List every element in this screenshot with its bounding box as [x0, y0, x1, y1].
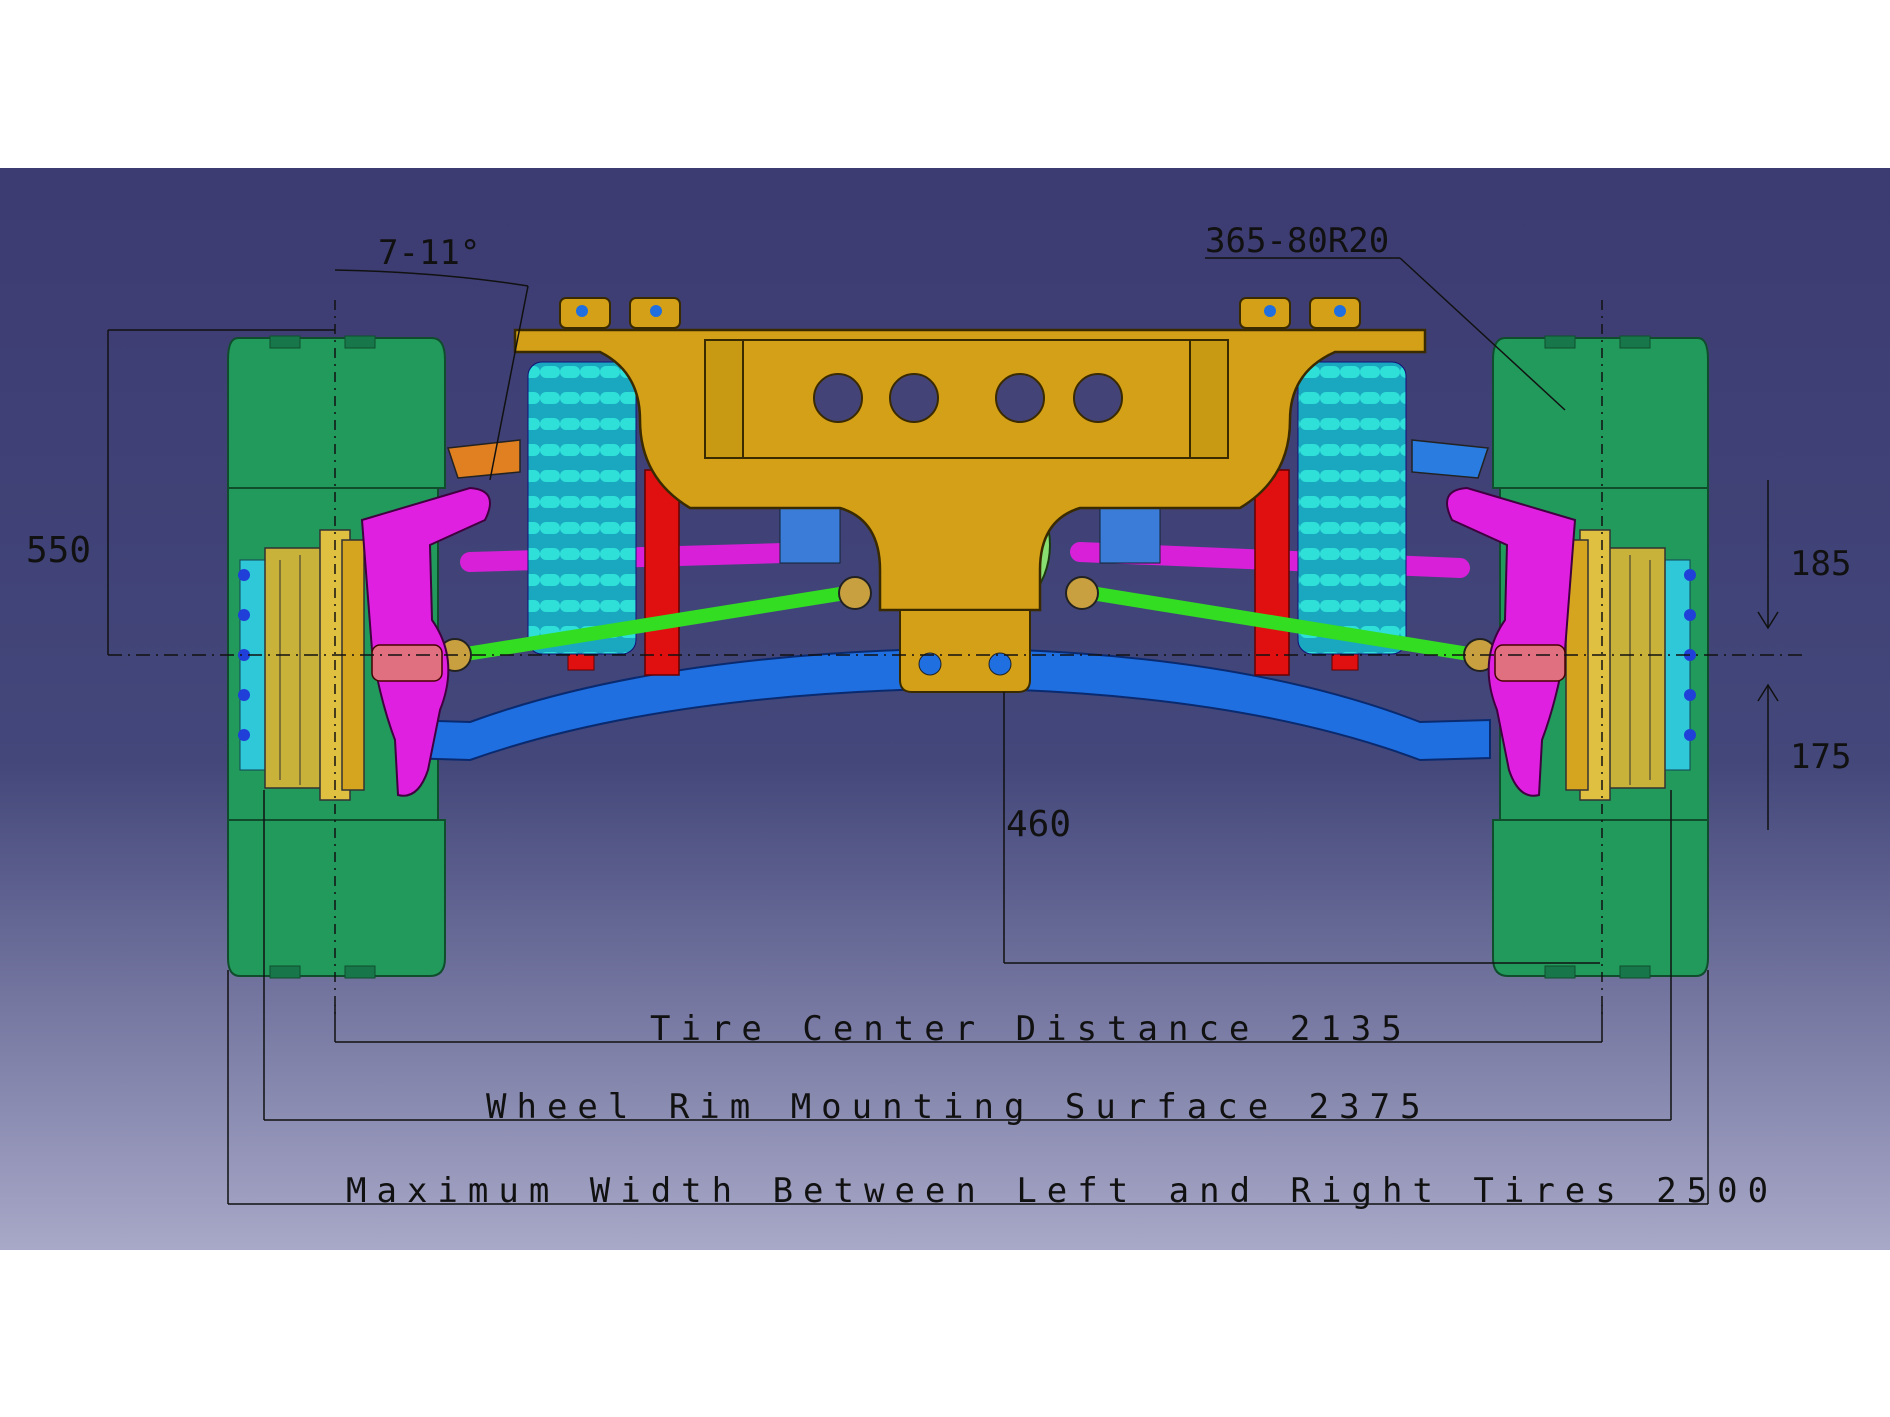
- left-hub-assembly: [238, 529, 365, 801]
- rim-mount-surface-label: Wheel Rim Mounting Surface 2375: [486, 1087, 1431, 1127]
- right-damper: [1254, 469, 1290, 676]
- dimension-lines: [107, 257, 1808, 1205]
- right-coil-spring: [1297, 361, 1407, 655]
- kingpin-angle-label: 7-11°: [378, 233, 480, 273]
- left-tie-rod: [453, 585, 859, 662]
- left-upper-arm: [446, 439, 521, 479]
- upper-travel-label: 185: [1790, 544, 1851, 584]
- tire-center-distance-label: Tire Center Distance 2135: [650, 1009, 1412, 1049]
- right-upper-arm: [1411, 439, 1490, 479]
- left-damper: [644, 469, 680, 676]
- frame-crossmember: [513, 297, 1427, 693]
- center-height-label: 460: [1006, 804, 1071, 845]
- tire-spec-label: 365-80R20: [1205, 221, 1389, 261]
- axle-beam: [404, 649, 1491, 762]
- right-knuckle: [1446, 486, 1577, 797]
- left-knuckle: [360, 486, 491, 797]
- max-width-label: Maximum Width Between Left and Right Tir…: [346, 1171, 1778, 1211]
- right-tie-rod: [1078, 585, 1482, 662]
- height-550-label: 550: [26, 530, 91, 571]
- left-coil-spring: [527, 361, 637, 655]
- lower-travel-label: 175: [1790, 737, 1851, 777]
- right-hub-assembly: [1565, 529, 1696, 801]
